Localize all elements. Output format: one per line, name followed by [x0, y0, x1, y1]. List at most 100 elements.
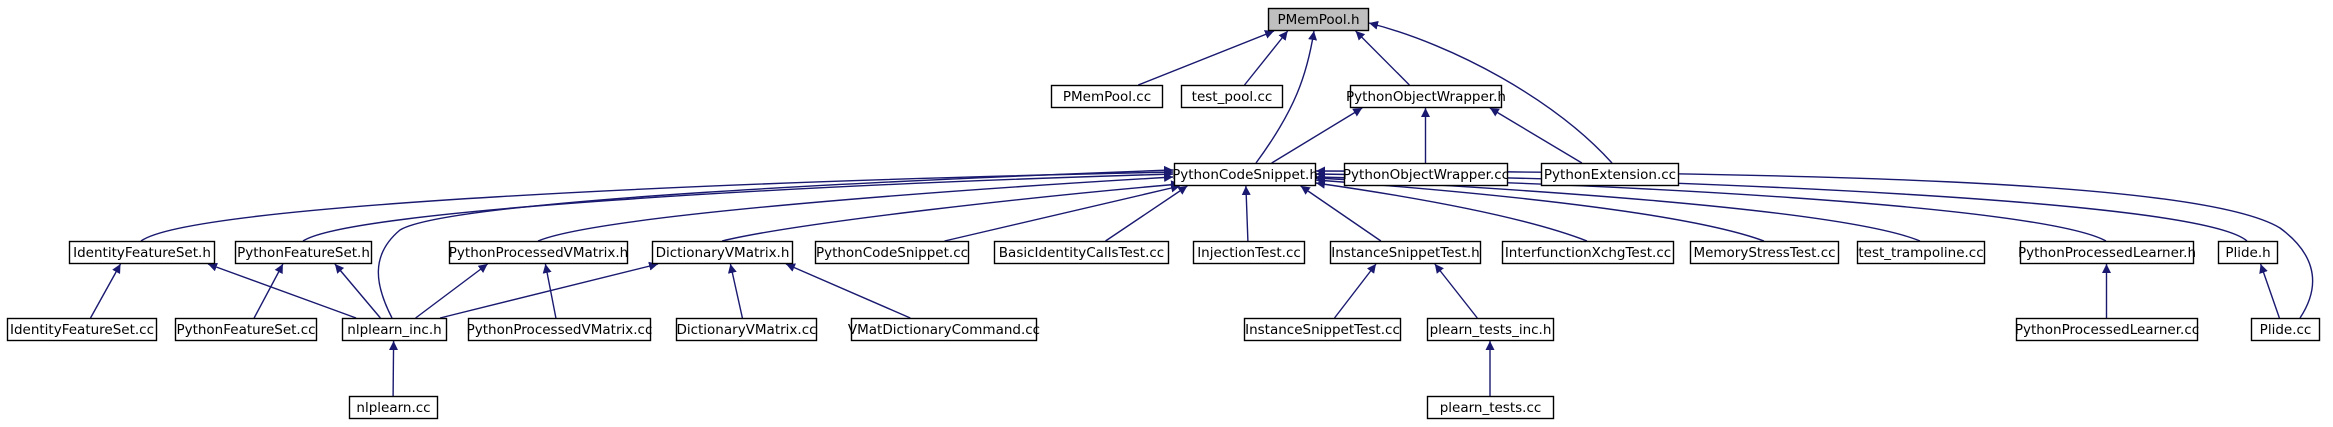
node-pmempool-h[interactable]: PMemPool.h — [1267, 7, 1370, 32]
node-plide-h[interactable]: Plide.h — [2217, 240, 2279, 265]
edge-python_code_snippet_cc-to-python_code_snippet_h — [944, 183, 1181, 242]
node-box[interactable] — [2250, 317, 2321, 342]
node-label: nlplearn_inc.h — [347, 322, 441, 338]
node-label: BasicIdentityCallsTest.cc — [999, 245, 1164, 261]
node-python-object-wrapper-h[interactable]: PythonObjectWrapper.h — [1346, 84, 1506, 109]
node-identity-feature-set-cc[interactable]: IdentityFeatureSet.cc — [6, 317, 158, 342]
edge-nlplearn_inc_h-to-dictionary_vmatrix_h — [439, 261, 659, 319]
node-injection-test-cc[interactable]: InjectionTest.cc — [1192, 240, 1306, 265]
node-box[interactable] — [2015, 317, 2199, 342]
node-test-pool-cc[interactable]: test_pool.cc — [1180, 84, 1284, 109]
node-box[interactable] — [234, 240, 373, 265]
edge-dictionary_vmatrix_cc-to-dictionary_vmatrix_h — [727, 263, 744, 319]
node-box[interactable] — [1192, 240, 1306, 265]
node-label: PythonFeatureSet.h — [237, 245, 370, 261]
edge-nlplearn_cc-to-nlplearn_inc_h — [389, 340, 399, 397]
node-dictionary-vmatrix-h[interactable]: DictionaryVMatrix.h — [651, 240, 794, 265]
edge-plide_cc-to-plide_h — [2259, 263, 2281, 319]
node-identity-feature-set-h[interactable]: IdentityFeatureSet.h — [68, 240, 216, 265]
node-box[interactable] — [6, 317, 158, 342]
node-box[interactable] — [174, 317, 318, 342]
node-box[interactable] — [2019, 240, 2195, 265]
node-box[interactable] — [68, 240, 216, 265]
node-label: MemoryStressTest.cc — [1693, 245, 1835, 261]
edge-python_feature_set_cc-to-python_feature_set_h — [253, 263, 284, 319]
node-label: PythonProcessedVMatrix.cc — [467, 322, 653, 338]
node-label: PythonCodeSnippet.h — [1172, 167, 1318, 183]
edge-pmempool_cc-to-pmempool_h — [1137, 30, 1275, 86]
edge-python_extension_cc-to-python_object_wrapper_h — [1489, 107, 1583, 164]
edge-identity_feature_set_h-to-python_code_snippet_h — [140, 167, 1174, 242]
node-box[interactable] — [1349, 84, 1503, 109]
node-label: IdentityFeatureSet.h — [73, 245, 211, 261]
node-box[interactable] — [1426, 317, 1555, 342]
node-box[interactable] — [1173, 162, 1317, 187]
node-label: PMemPool.cc — [1063, 89, 1151, 105]
node-python-code-snippet-h[interactable]: PythonCodeSnippet.h — [1172, 162, 1318, 187]
node-box[interactable] — [651, 240, 794, 265]
node-box[interactable] — [1689, 240, 1840, 265]
node-interfunction-xchg-test-cc[interactable]: InterfunctionXchgTest.cc — [1501, 240, 1675, 265]
node-box[interactable] — [675, 317, 818, 342]
edge-nlplearn_inc_h-to-python_feature_set_h — [334, 263, 381, 319]
node-label: DictionaryVMatrix.h — [656, 245, 790, 261]
node-box[interactable] — [2217, 240, 2279, 265]
node-nlplearn-inc-h[interactable]: nlplearn_inc.h — [341, 317, 448, 342]
node-python-processed-learner-h[interactable]: PythonProcessedLearner.h — [2018, 240, 2196, 265]
node-python-processed-vmatrix-h[interactable]: PythonProcessedVMatrix.h — [448, 240, 629, 265]
node-box[interactable] — [1180, 84, 1284, 109]
edge-dictionary_vmatrix_h-to-python_code_snippet_h — [721, 180, 1181, 242]
node-python-object-wrapper-cc[interactable]: PythonObjectWrapper.cc — [1343, 162, 1509, 187]
node-box[interactable] — [1426, 395, 1555, 420]
node-box[interactable] — [850, 317, 1038, 342]
node-python-extension-cc[interactable]: PythonExtension.cc — [1540, 162, 1680, 187]
node-box[interactable] — [993, 240, 1170, 265]
node-dictionary-vmatrix-cc[interactable]: DictionaryVMatrix.cc — [675, 317, 818, 342]
node-box[interactable] — [341, 317, 448, 342]
node-memory-stress-test-cc[interactable]: MemoryStressTest.cc — [1689, 240, 1840, 265]
node-label: PythonCodeSnippet.cc — [816, 245, 968, 261]
node-vmat-dictionary-command-cc[interactable]: VMatDictionaryCommand.cc — [848, 317, 1040, 342]
node-label: Plide.cc — [2260, 322, 2312, 338]
node-box[interactable] — [814, 240, 970, 265]
node-label: PythonObjectWrapper.cc — [1343, 167, 1509, 183]
node-plearn-tests-inc-h[interactable]: plearn_tests_inc.h — [1426, 317, 1555, 342]
node-box[interactable] — [1856, 240, 1986, 265]
node-python-feature-set-h[interactable]: PythonFeatureSet.h — [234, 240, 373, 265]
node-instance-snippet-test-cc[interactable]: InstanceSnippetTest.cc — [1243, 317, 1402, 342]
node-label: InstanceSnippetTest.cc — [1245, 322, 1400, 338]
edge-memory_stress_test_cc-to-python_code_snippet_h — [1315, 176, 1765, 242]
node-box[interactable] — [448, 240, 629, 265]
node-box[interactable] — [1267, 7, 1370, 32]
node-box[interactable] — [1243, 317, 1402, 342]
node-label: PythonProcessedLearner.cc — [2015, 322, 2199, 338]
node-python-processed-vmatrix-cc[interactable]: PythonProcessedVMatrix.cc — [467, 317, 653, 342]
node-box[interactable] — [1050, 84, 1164, 109]
edge-python_code_snippet_h-to-pmempool_h — [1255, 30, 1318, 164]
node-label: plearn_tests.cc — [1440, 400, 1542, 416]
edge-plearn_tests_inc_h-to-instance_snippet_test_h — [1434, 263, 1478, 319]
node-basic-identity-calls-test-cc[interactable]: BasicIdentityCallsTest.cc — [993, 240, 1170, 265]
node-label: test_pool.cc — [1192, 89, 1273, 105]
node-python-feature-set-cc[interactable]: PythonFeatureSet.cc — [174, 317, 318, 342]
edge-vmat_dictionary_command_cc-to-dictionary_vmatrix_h — [785, 263, 911, 319]
node-box[interactable] — [1540, 162, 1680, 187]
node-label: VMatDictionaryCommand.cc — [848, 322, 1040, 338]
node-test-trampoline-cc[interactable]: test_trampoline.cc — [1856, 240, 1986, 265]
node-python-code-snippet-cc[interactable]: PythonCodeSnippet.cc — [814, 240, 970, 265]
node-box[interactable] — [1343, 162, 1509, 187]
node-plide-cc[interactable]: Plide.cc — [2250, 317, 2321, 342]
edge-python_processed_learner_h-to-python_code_snippet_h — [1315, 172, 2107, 242]
node-pmempool-cc[interactable]: PMemPool.cc — [1050, 84, 1164, 109]
node-instance-snippet-test-h[interactable]: InstanceSnippetTest.h — [1329, 240, 1482, 265]
node-plearn-tests-cc[interactable]: plearn_tests.cc — [1426, 395, 1555, 420]
node-box[interactable] — [348, 395, 439, 420]
node-nlplearn-cc[interactable]: nlplearn.cc — [348, 395, 439, 420]
node-box[interactable] — [1329, 240, 1482, 265]
edge-python_code_snippet_h-to-python_object_wrapper_h — [1271, 107, 1363, 164]
node-box[interactable] — [1501, 240, 1675, 265]
node-python-processed-learner-cc[interactable]: PythonProcessedLearner.cc — [2015, 317, 2199, 342]
edge-injection_test_cc-to-python_code_snippet_h — [1241, 185, 1251, 242]
node-box[interactable] — [467, 317, 652, 342]
